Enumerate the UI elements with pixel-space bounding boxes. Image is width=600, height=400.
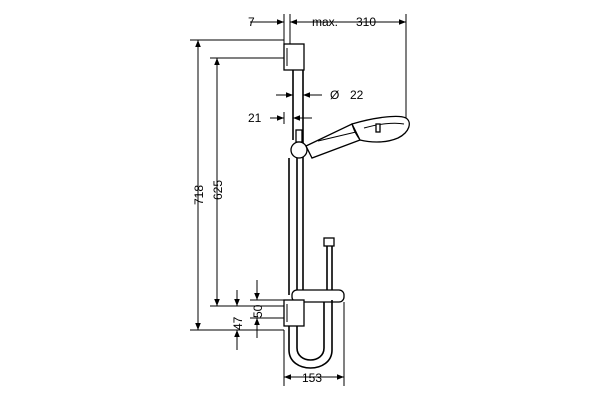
dim-max-label: max. [312, 15, 338, 29]
dim-bar-height: 625 [211, 180, 225, 200]
dim-total-height: 718 [192, 185, 206, 205]
hose-connector [323, 237, 335, 247]
slider-knob [290, 141, 308, 159]
dim-bracket-50: 50 [251, 304, 265, 318]
dim-handle-offset: 21 [248, 111, 262, 125]
dim-reach: 310 [356, 15, 376, 29]
dim-bracket-47: 47 [231, 316, 245, 330]
lower-wall-bracket [283, 299, 305, 327]
dim-wall-offset: 7 [248, 15, 255, 29]
dimensions: 7 max. 310 Ø 22 21 718 625 50 [190, 14, 407, 386]
hand-shower-handle [305, 123, 361, 159]
shower-rail [283, 43, 410, 369]
dim-diameter-symbol: Ø [330, 88, 339, 102]
dim-shelf-width: 153 [302, 371, 322, 385]
upper-wall-bracket [283, 43, 305, 71]
dim-diameter: 22 [350, 88, 364, 102]
shelf [291, 289, 345, 303]
hose-loop [288, 300, 333, 369]
